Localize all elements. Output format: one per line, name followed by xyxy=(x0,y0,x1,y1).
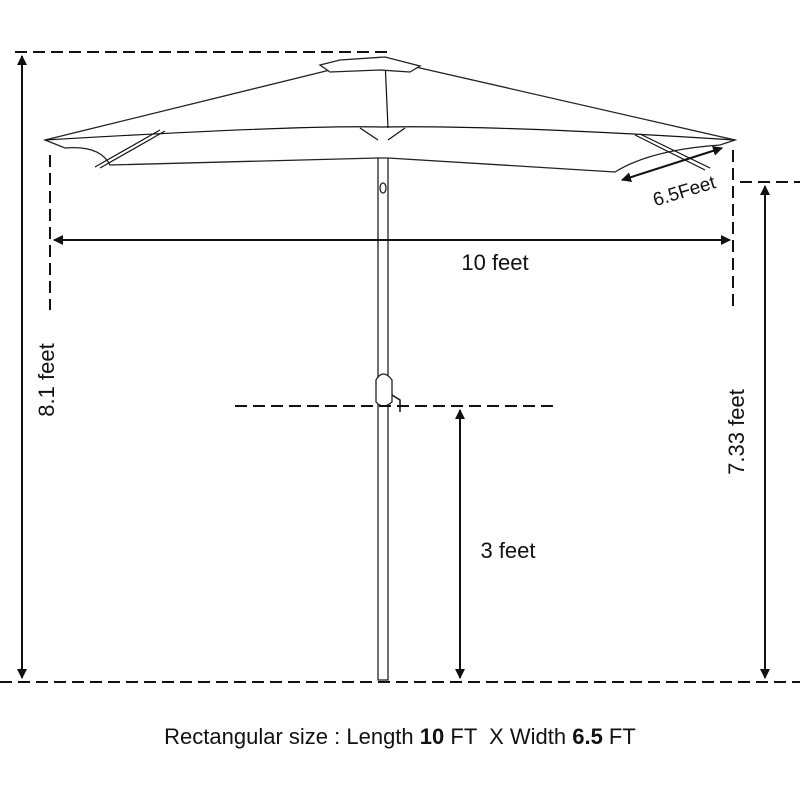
umbrella-illustration xyxy=(42,56,738,681)
length-label: 10 feet xyxy=(461,250,528,275)
width-label: 6.5Feet xyxy=(651,172,719,211)
crank-height-label: 3 feet xyxy=(480,538,535,563)
size-caption: Rectangular size : Length 10 FT X Width … xyxy=(164,724,636,749)
canopy xyxy=(42,59,738,173)
clearance-label: 7.33 feet xyxy=(724,389,749,475)
width-arrow xyxy=(621,145,723,183)
crank-handle-icon xyxy=(375,373,393,407)
tilt-button-icon xyxy=(379,182,387,194)
total-height-label: 8.1 feet xyxy=(34,343,59,416)
